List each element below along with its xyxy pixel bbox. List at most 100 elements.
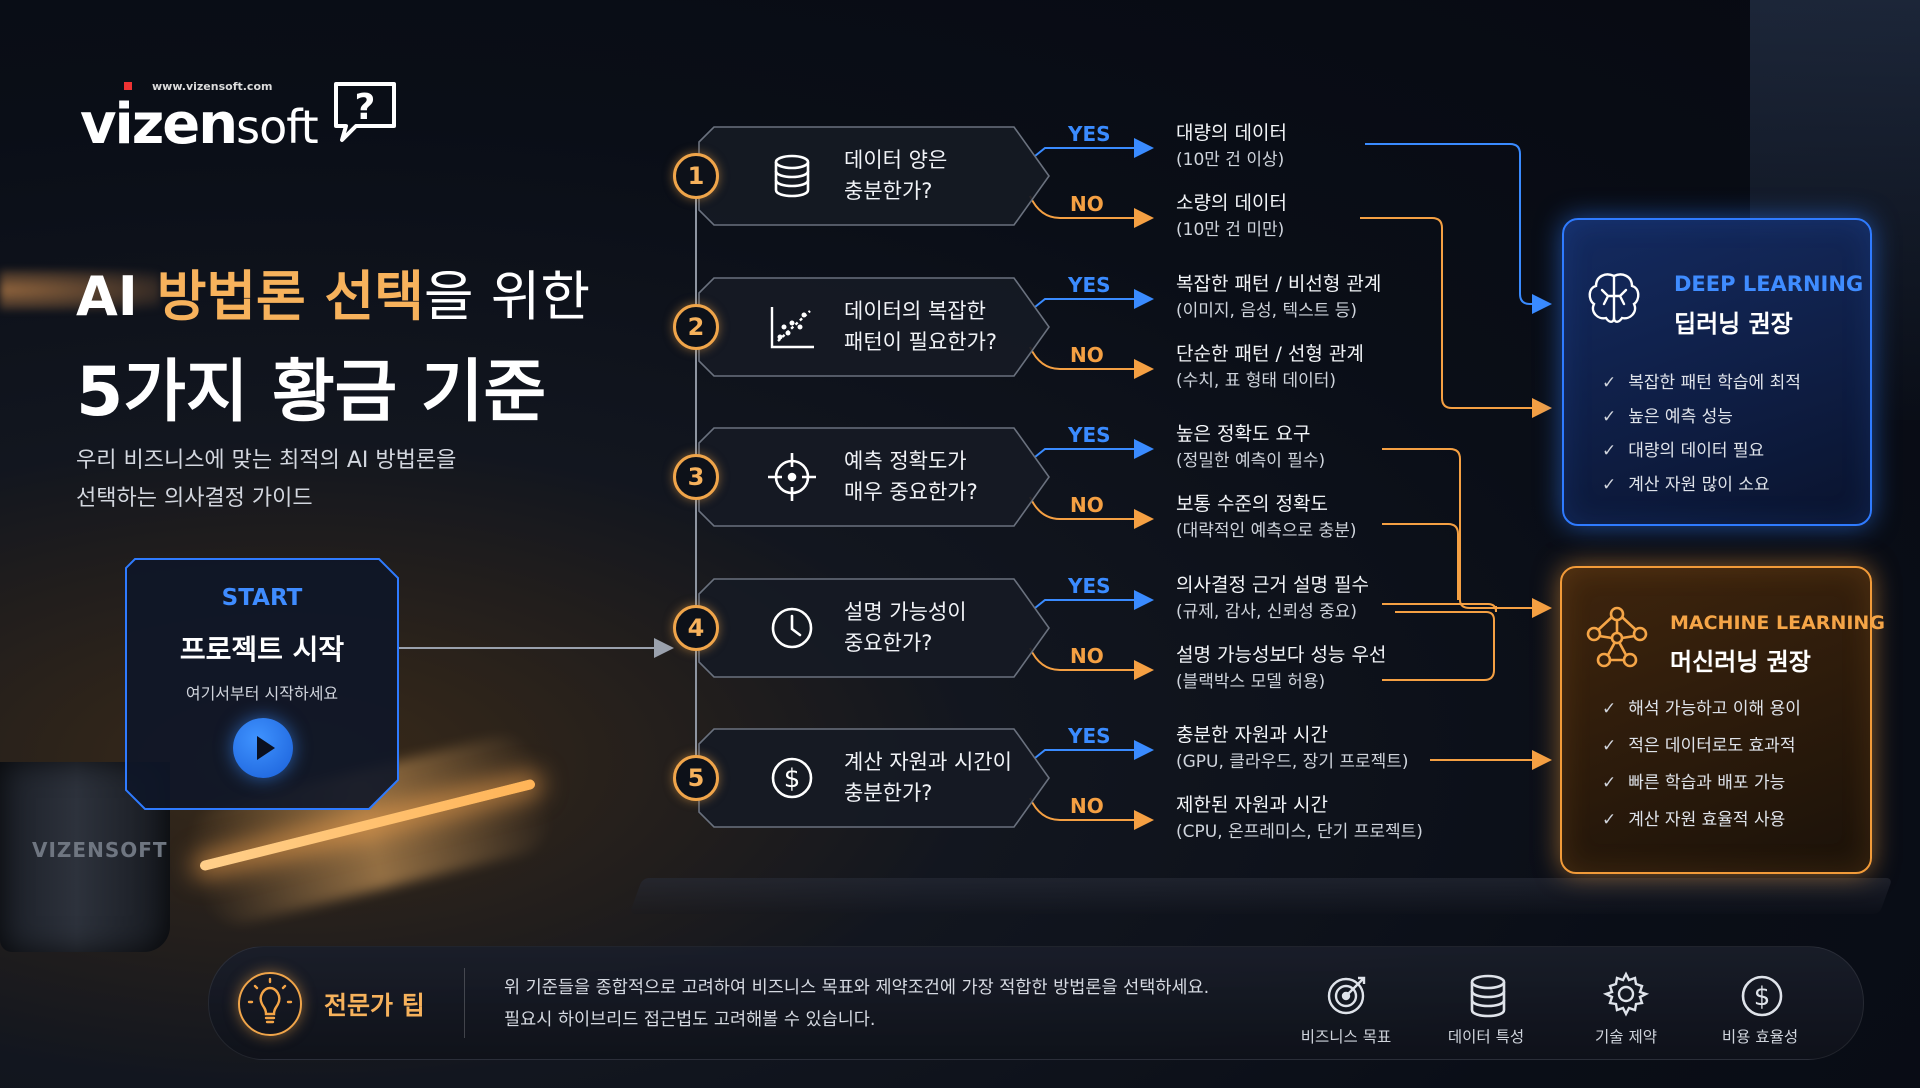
deep-learning-card: DEEP LEARNING 딥러닝 권장 ✓복잡한 패턴 학습에 최적 ✓ 높은 예… xyxy=(1562,218,1872,526)
check-icon: ✓ xyxy=(1602,736,1617,756)
mug-brand-text: VIZENSOFT xyxy=(32,838,168,862)
criterion-3-yes-outcome: 높은 정확도 요구 (정밀한 예측이 필수) xyxy=(1176,419,1325,471)
criterion-5-yes-label: YES xyxy=(1068,724,1111,748)
criterion-5-no-label: NO xyxy=(1070,794,1104,818)
benefit-text: 복잡한 패턴 학습에 최적 xyxy=(1628,373,1801,393)
logo-light: soft xyxy=(236,100,319,154)
criterion-1-yes-connector xyxy=(1034,138,1154,158)
benefit-item: ✓ 대량의 데이터 필요 xyxy=(1602,436,1764,461)
criterion-3: 예측 정확도가 매우 중요한가? xyxy=(698,427,1050,531)
tip-factor-label: 기술 제약 xyxy=(1595,1028,1657,1046)
logo-red-mark xyxy=(124,82,132,90)
criterion-1-yes-outcome: 대량의 데이터 (10만 건 이상) xyxy=(1176,118,1287,170)
machine-learning-card: MACHINE LEARNING 머신러닝 권장 ✓해석 가능하고 이해 용이✓… xyxy=(1560,566,1885,874)
tip-factor-4: $ xyxy=(1736,970,1784,1022)
criterion-3-no-outcome: 보통 수준의 정확도 (대략적인 예측으로 충분) xyxy=(1176,489,1356,541)
no-outcome-detail: (CPU, 온프레미스, 단기 프로젝트) xyxy=(1176,822,1423,842)
database-icon xyxy=(1470,974,1506,1018)
no-outcome-main: 제한된 자원과 시간 xyxy=(1176,794,1328,816)
brain-icon xyxy=(1588,273,1640,323)
svg-text:$: $ xyxy=(784,764,801,794)
desk-platform xyxy=(629,878,1893,914)
tip-factor-2 xyxy=(1462,970,1510,1022)
criterion-5-yes-connector xyxy=(1034,740,1154,760)
ml-link-2 xyxy=(1382,523,1459,600)
no-outcome-main: 단순한 패턴 / 선형 관계 xyxy=(1176,343,1364,365)
play-button[interactable] xyxy=(233,718,293,778)
criterion-5-yes-outcome: 충분한 자원과 시간 (GPU, 클라우드, 장기 프로젝트) xyxy=(1176,720,1409,772)
criterion-5-question: 계산 자원과 시간이 충분한가? xyxy=(844,747,1012,809)
title-post: 을 위한 xyxy=(423,265,591,328)
no-outcome-detail: (10만 건 미만) xyxy=(1176,220,1285,240)
criterion-3-yes-connector xyxy=(1034,439,1154,459)
crosshair-icon xyxy=(768,453,816,501)
no-outcome-main: 소량의 데이터 xyxy=(1176,192,1287,214)
benefit-text: 계산 자원 많이 소요 xyxy=(1628,475,1770,495)
criterion-3-question: 예측 정확도가 매우 중요한가? xyxy=(844,446,978,508)
criterion-5-number: 5 xyxy=(673,755,719,801)
expert-tip-bar xyxy=(208,946,1864,1060)
shelf-light xyxy=(0,270,160,310)
check-icon: ✓ xyxy=(1602,810,1617,830)
logo-bold: vizen xyxy=(80,92,238,157)
criterion-3-no-label: NO xyxy=(1070,493,1104,517)
criterion-1-question: 데이터 양은 충분한가? xyxy=(844,145,947,207)
tip-factor-label: 데이터 특성 xyxy=(1447,1028,1525,1046)
dl-heading: DEEP LEARNING xyxy=(1674,272,1864,296)
network-nodes-icon xyxy=(1586,606,1648,668)
benefit-item: ✓계산 자원 많이 소요 xyxy=(1602,470,1770,495)
criterion-2-number: 2 xyxy=(673,304,719,350)
benefit-text: 적은 데이터로도 효과적 xyxy=(1628,736,1796,756)
criterion-2-no-outcome: 단순한 패턴 / 선형 관계 (수치, 표 형태 데이터) xyxy=(1176,339,1364,391)
tip-factor-3 xyxy=(1602,970,1650,1022)
no-outcome-detail: (대략적인 예측으로 충분) xyxy=(1176,521,1357,541)
check-icon: ✓ xyxy=(1602,773,1617,793)
criterion-2-line2: 패턴이 필요한가? xyxy=(844,330,998,354)
no-outcome-detail: (블랙박스 모델 허용) xyxy=(1176,672,1326,692)
benefit-text: 높은 예측 성능 xyxy=(1628,407,1733,427)
page-title-line1: AI 방법론 선택을 위한 xyxy=(76,252,590,331)
benefit-text: 계산 자원 효율적 사용 xyxy=(1628,810,1786,830)
benefit-item: ✓빠른 학습과 배포 가능 xyxy=(1602,768,1785,793)
tip-line2: 필요시 하이브리드 접근법도 고려해볼 수 있습니다. xyxy=(504,1010,876,1030)
criterion-4-question: 설명 가능성이 중요한가? xyxy=(844,597,967,659)
no-outcome-detail: (수치, 표 형태 데이터) xyxy=(1176,371,1336,391)
check-icon: ✓ xyxy=(1602,699,1617,719)
dl-subheading: 딥러닝 권장 xyxy=(1674,310,1793,338)
tip-factor-label: 비즈니스 목표 xyxy=(1300,1028,1392,1046)
benefit-text: 해석 가능하고 이해 용이 xyxy=(1628,699,1801,719)
subtitle-line2: 선택하는 의사결정 가이드 xyxy=(76,486,313,511)
logo-url: www.vizensoft.com xyxy=(152,80,273,93)
yes-outcome-main: 높은 정확도 요구 xyxy=(1176,423,1311,445)
check-icon: ✓ xyxy=(1602,441,1617,461)
start-title: 프로젝트 시작 xyxy=(179,633,345,666)
tip-factor-1 xyxy=(1322,970,1370,1022)
criterion-4-no-label: NO xyxy=(1070,644,1104,668)
benefit-item: ✓ 해석 가능하고 이해 용이 xyxy=(1602,694,1801,719)
criterion-4-line2: 중요한가? xyxy=(844,631,933,655)
yes-outcome-main: 대량의 데이터 xyxy=(1176,122,1287,144)
ml-heading: MACHINE LEARNING xyxy=(1670,612,1885,634)
benefit-item: ✓ 적은 데이터로도 효과적 xyxy=(1602,731,1795,756)
benefit-item: ✓복잡한 패턴 학습에 최적 xyxy=(1602,368,1801,393)
start-card[interactable] xyxy=(125,558,399,810)
yes-outcome-detail: (규제, 감사, 신뢰성 중요) xyxy=(1176,602,1358,622)
criterion-5-no-outcome: 제한된 자원과 시간 (CPU, 온프레미스, 단기 프로젝트) xyxy=(1176,790,1423,842)
benefit-item: ✓ 계산 자원 효율적 사용 xyxy=(1602,805,1785,830)
tip-line1: 위 기준들을 종합적으로 고려하여 비즈니스 목표와 제약조건에 가장 적합한 … xyxy=(504,978,1210,998)
criterion-3-number: 3 xyxy=(673,454,719,500)
ml-link-4 xyxy=(1382,611,1495,681)
scatter-chart-icon xyxy=(770,307,814,349)
criterion-1-line2: 충분한가? xyxy=(844,179,933,203)
ml-subheading: 머신러닝 권장 xyxy=(1670,648,1811,676)
yes-outcome-main: 의사결정 근거 설명 필수 xyxy=(1176,574,1369,596)
title-pre: AI xyxy=(76,265,157,328)
criterion-1-no-label: NO xyxy=(1070,192,1104,216)
clock-icon xyxy=(771,607,813,649)
criterion-5-line2: 충분한가? xyxy=(844,781,933,805)
criterion-1-yes-label: YES xyxy=(1068,122,1111,146)
benefit-text: 대량의 데이터 필요 xyxy=(1628,441,1765,461)
page-title-line2: 5가지 황금 기준 xyxy=(76,353,547,432)
criterion-2-yes-label: YES xyxy=(1068,273,1111,297)
subtitle-line1: 우리 비즈니스에 맞는 최적의 AI 방법론을 xyxy=(76,448,457,473)
